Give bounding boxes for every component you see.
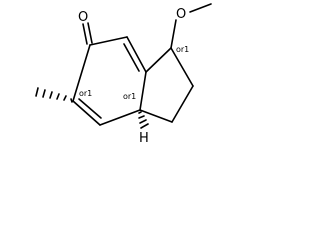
o-methyl-bond (189, 3, 212, 13)
ring-bond (72, 44, 91, 102)
seven-membered-ring (72, 36, 147, 126)
ring-bond (139, 109, 173, 123)
ketone-oxygen-label: O (78, 10, 88, 25)
stereo-label-methoxy-carbon: or1 (176, 45, 189, 54)
chemical-structure-diagram: O O (35, 3, 212, 146)
ring-bond (99, 109, 141, 126)
ring-bond (139, 71, 147, 111)
ring-bond (145, 47, 172, 73)
methyl-hashed-wedge (35, 87, 73, 103)
carbonyl-bond (82, 22, 93, 45)
ring-bond (89, 36, 128, 46)
ether-oxygen-label: O (176, 7, 186, 22)
ring-double-bond-inner (123, 43, 140, 72)
stereo-label-methyl-carbon: or1 (79, 89, 92, 98)
five-membered-ring (139, 47, 194, 123)
ring-bond (170, 47, 194, 87)
ring-double-bond (126, 36, 147, 73)
stereo-label-fusion-carbon: or1 (123, 92, 136, 101)
ring-double-bond (72, 100, 101, 126)
ring-bond (171, 85, 194, 123)
methoxy-group (170, 3, 212, 49)
c-o-bond (170, 19, 177, 49)
hydrogen-label: H (139, 131, 149, 146)
ring-double-bond-inner (78, 98, 102, 119)
hydrogen-hashed-wedge (138, 111, 149, 129)
